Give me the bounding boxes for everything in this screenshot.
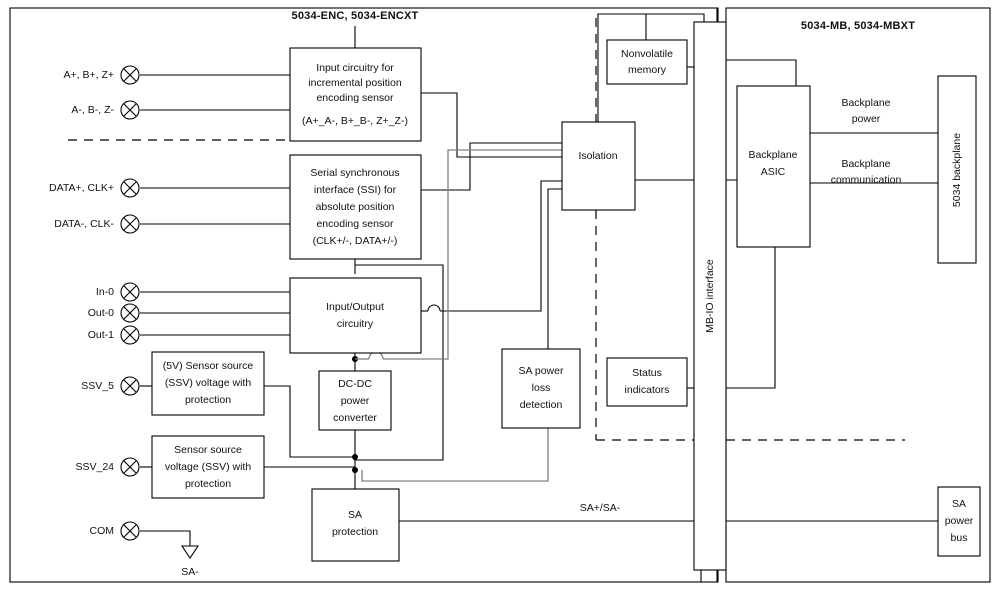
wire-ssv5-out (264, 385, 355, 458)
wire-label-sa-plus-minus: SA+/SA- (580, 502, 621, 514)
block-label-sa-protection-0: SA (348, 509, 362, 521)
block-label-isolation: Isolation (578, 150, 617, 162)
wire-label-backplane-communication-1: communication (831, 174, 902, 186)
terminal-label-ssv-24: SSV_24 (75, 461, 114, 473)
block-status-indicators[interactable] (606, 357, 688, 407)
block-label-io-circuitry-0: Input/Output (326, 301, 384, 313)
block-sa-power-bus[interactable] (937, 486, 981, 557)
wire-incremental-to-isolation (421, 92, 562, 158)
block-5034-backplane[interactable] (937, 75, 977, 264)
block-backplane-asic[interactable] (736, 85, 811, 248)
block-label-ssv-24-2: protection (185, 478, 231, 490)
terminal-label-a-b-z-plus: A+, B+, Z+ (64, 69, 115, 81)
wire-hop-io-right (427, 304, 441, 312)
terminal-symbol-a-b-z-minus[interactable] (120, 100, 140, 120)
block-label-input-circuitry-incremental-0: Input circuitry for (316, 62, 394, 74)
terminal-symbol-com[interactable] (120, 521, 140, 541)
block-label-ssi-4: (CLK+/-, DATA+/-) (313, 235, 398, 247)
block-label-status-indicators-0: Status (632, 367, 662, 379)
block-label-nonvolatile-memory-0: Nonvolatile (621, 48, 673, 60)
terminal-label-out-0: Out-0 (88, 307, 114, 319)
block-label-sa-power-loss-1: loss (532, 382, 551, 394)
block-label-sa-power-loss-2: detection (520, 399, 563, 411)
terminal-symbol-out-1[interactable] (120, 325, 140, 345)
block-ssv-5[interactable] (151, 351, 265, 416)
block-label-nonvolatile-memory-1: memory (628, 64, 667, 76)
block-label-ssv-5-2: protection (185, 394, 231, 406)
terminal-symbol-out-0[interactable] (120, 303, 140, 323)
block-label-mb-io-interface: MB-IO interface (704, 259, 716, 333)
block-label-ssi-3: encoding sensor (316, 218, 394, 230)
wire-mbio-to-asic-top (726, 59, 797, 86)
block-label-dcdc-0: DC-DC (338, 378, 372, 390)
block-label-input-circuitry-incremental-2: encoding sensor (316, 92, 394, 104)
terminal-symbol-data-clk-minus[interactable] (120, 214, 140, 234)
block-label-backplane-asic-0: Backplane (748, 149, 797, 161)
block-label-status-indicators-1: indicators (625, 384, 670, 396)
terminal-label-a-b-z-minus: A-, B-, Z- (71, 104, 114, 116)
title-right: 5034-MB, 5034-MBXT (801, 20, 915, 32)
terminal-symbol-a-b-z-plus[interactable] (120, 65, 140, 85)
wire-label-backplane-power-0: Backplane (841, 97, 890, 109)
block-input-circuitry-incremental[interactable] (289, 47, 422, 142)
block-label-ssi-2: absolute position (316, 201, 395, 213)
gray-wire-io-up (383, 149, 562, 360)
block-label-input-circuitry-incremental-1: incremental position (308, 77, 402, 89)
wire-right-rail-down (355, 353, 444, 461)
wire-io-to-isolation-2 (440, 180, 562, 312)
block-label-sa-power-bus-0: SA (952, 498, 966, 510)
terminal-symbol-ssv-5[interactable] (120, 376, 140, 396)
block-sa-power-loss[interactable] (501, 348, 581, 429)
gray-wire-sa-loss (361, 404, 549, 482)
block-ssv-24[interactable] (151, 435, 265, 499)
block-label-dcdc-1: power (341, 395, 370, 407)
wire-ssi-right-drop (355, 264, 444, 353)
wire-ssi-to-isolation (421, 142, 562, 191)
block-dcdc[interactable] (318, 370, 392, 431)
block-label-ssv-5-1: (SSV) voltage with (165, 377, 252, 389)
block-sa-protection[interactable] (311, 488, 400, 562)
wire-isolation-top-rail (597, 13, 705, 122)
block-label-sa-power-loss-0: SA power (519, 365, 564, 377)
block-label-ssi-1: interface (SSI) for (314, 184, 397, 196)
block-label-sa-protection-1: protection (332, 526, 378, 538)
wire-asic-bottom-rail (726, 247, 776, 389)
terminal-symbol-data-clk-plus[interactable] (120, 178, 140, 198)
terminal-symbol-ssv-24[interactable] (120, 457, 140, 477)
junction-dot-sa-b (352, 467, 358, 473)
terminal-label-com: COM (90, 525, 115, 537)
wire-label-sa-minus: SA- (181, 566, 199, 578)
block-nonvolatile-memory[interactable] (606, 39, 688, 85)
block-label-ssv-5-0: (5V) Sensor source (163, 360, 254, 372)
wire-com (140, 530, 191, 546)
block-mb-io-interface[interactable] (693, 21, 727, 571)
wire-label-backplane-power-1: power (852, 113, 881, 125)
block-label-sa-power-bus-1: power (945, 515, 974, 527)
block-isolation[interactable] (561, 121, 636, 211)
terminal-label-ssv-5: SSV_5 (81, 380, 114, 392)
block-label-ssi-0: Serial synchronous (310, 167, 399, 179)
terminal-label-in-0: In-0 (96, 286, 114, 298)
wire-saloss-to-isolation (547, 188, 562, 349)
block-label-sa-power-bus-2: bus (951, 532, 968, 544)
block-label-io-circuitry-1: circuitry (337, 318, 374, 330)
terminal-label-data-clk-minus: DATA-, CLK- (54, 218, 114, 230)
block-label-ssv-24-0: Sensor source (174, 444, 242, 456)
terminal-label-out-1: Out-1 (88, 329, 114, 341)
block-label-dcdc-2: converter (333, 412, 377, 424)
terminal-symbol-in-0[interactable] (120, 282, 140, 302)
block-label-5034-backplane: 5034 backplane (951, 133, 963, 207)
block-label-backplane-asic-1: ASIC (761, 166, 786, 178)
block-ssi[interactable] (289, 154, 422, 260)
block-label-input-circuitry-incremental-3: (A+_A-, B+_B-, Z+_Z-) (302, 115, 408, 127)
block-label-ssv-24-1: voltage (SSV) with (165, 461, 252, 473)
terminal-label-data-clk-plus: DATA+, CLK+ (49, 182, 114, 194)
block-io-circuitry[interactable] (289, 277, 422, 354)
title-left: 5034-ENC, 5034-ENCXT (292, 10, 419, 22)
ground-symbol-sa-minus (180, 545, 200, 559)
wire-label-backplane-communication-0: Backplane (841, 158, 890, 170)
